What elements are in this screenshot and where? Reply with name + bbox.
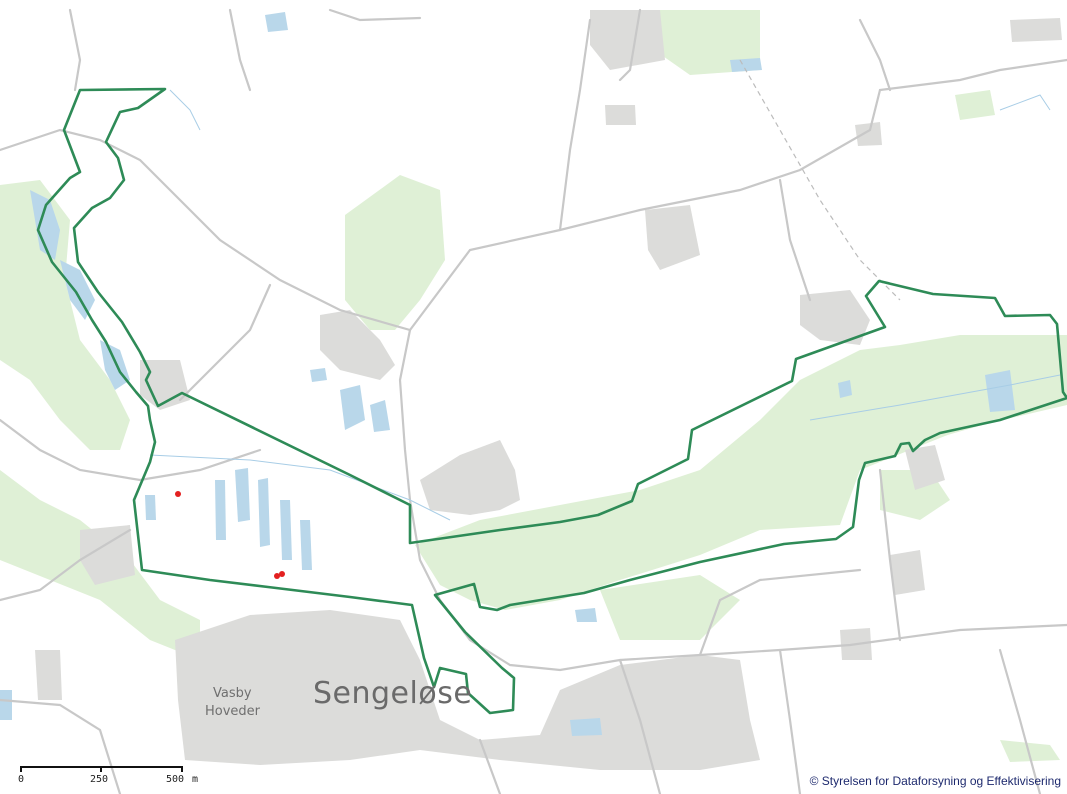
scale-label-500: 500 bbox=[166, 774, 185, 785]
town-label: Sengeløse bbox=[313, 676, 473, 711]
protected-area-boundary bbox=[36, 87, 1067, 715]
scale-tick-500 bbox=[181, 766, 183, 772]
scale-tick-250 bbox=[100, 766, 102, 772]
map-attribution: © Styrelsen for Dataforsyning og Effekti… bbox=[809, 774, 1061, 788]
scale-bar: 0 250 500 m bbox=[18, 762, 208, 790]
dashed-trail bbox=[739, 59, 901, 301]
district-label-line2: Hoveder bbox=[205, 704, 261, 719]
observation-markers bbox=[175, 491, 285, 579]
road-network bbox=[0, 8, 1067, 794]
water-bodies bbox=[0, 12, 1015, 736]
scale-label-0: 0 bbox=[18, 774, 25, 785]
observation-marker[interactable] bbox=[175, 491, 181, 497]
scale-label-250: 250 bbox=[90, 774, 109, 785]
scale-tick-0 bbox=[20, 766, 22, 772]
streams bbox=[149, 89, 1061, 521]
observation-marker[interactable] bbox=[279, 571, 285, 577]
observation-marker[interactable] bbox=[274, 573, 280, 579]
urban-areas bbox=[35, 10, 1062, 770]
district-label-line1: Vasby bbox=[213, 686, 252, 701]
scale-unit: m bbox=[192, 774, 199, 785]
